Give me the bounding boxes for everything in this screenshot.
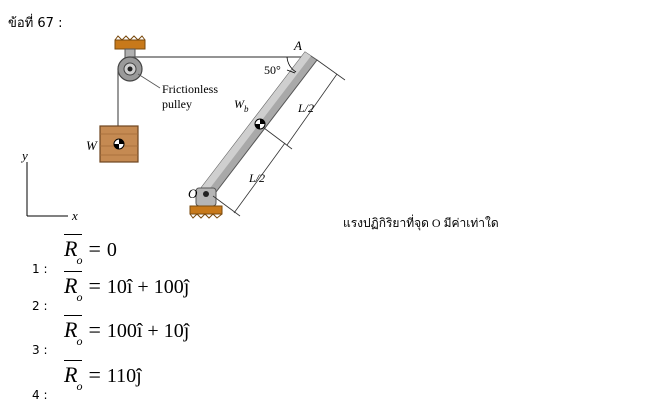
choice-2[interactable]: 2 : Ro=10î + 100ĵ [28,271,348,313]
choice-equation: Ro=100î + 10ĵ [64,315,190,348]
axis-x-label: x [71,208,78,223]
question-number: ข้อที่ 67 : [8,16,63,31]
ceiling-support [114,35,146,62]
choice-equation: Ro=0 [64,234,117,267]
choice-number: 1 : [32,262,48,276]
coordinate-axes [26,162,68,217]
pulley-label-2: pulley [162,97,192,111]
choice-3[interactable]: 3 : Ro=100î + 10ĵ [28,315,348,357]
choice-1[interactable]: 1 : Ro=0 [28,234,348,276]
dimension-lines [212,59,346,217]
angle-arrow [286,69,296,74]
choice-number: 4 : [32,388,48,402]
choice-equation: Ro=110ĵ [64,360,142,393]
question-text: แรงปฏิกิริยาที่จุด O มีค่าเท่าใด [343,216,499,230]
angle-label: 50° [264,63,281,77]
hanging-weight [99,125,139,163]
choice-number: 2 : [32,299,48,313]
point-o-label: O [188,186,198,201]
half-length-upper: L/2 [297,101,314,115]
half-length-lower: L/2 [248,171,265,185]
bar [200,51,318,197]
pin-support [189,187,223,219]
choice-4[interactable]: 4 : Ro=110ĵ [28,360,348,402]
choice-number: 3 : [32,343,48,357]
weight-label: W [86,138,98,153]
choice-equation: Ro=10î + 100ĵ [64,271,190,304]
pulley-leader-line [137,73,161,89]
point-a-label: A [293,38,302,53]
axis-y-label: y [20,148,28,163]
angle-arc [286,56,297,73]
pulley [117,56,143,82]
pulley-label-1: Frictionless [162,82,218,96]
bar-weight-label: Wb [234,97,249,114]
